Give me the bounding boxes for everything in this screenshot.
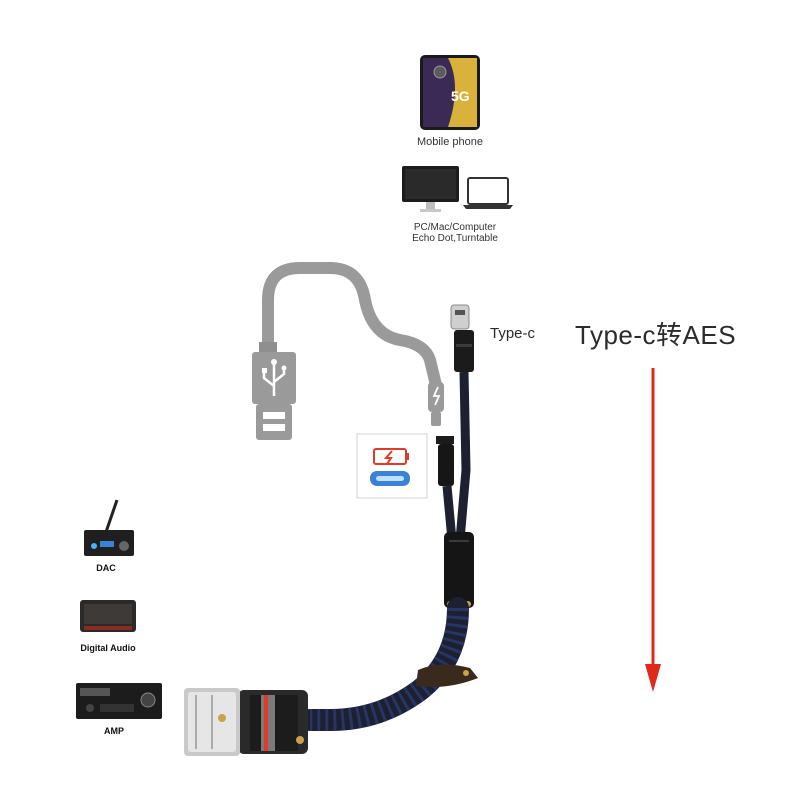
computer-label-line1: PC/Mac/Computer [413,222,497,233]
mobile-phone-label: Mobile phone [416,136,484,148]
down-arrow [645,368,661,692]
product-title: Type-c转AES [575,320,737,350]
computer-label: PC/Mac/Computer Echo Dot,Turntable [395,222,515,244]
digital-audio-image [80,600,136,632]
amp-label: AMP [104,726,124,736]
dac-label: DAC [96,563,116,573]
adapter-cable [184,304,478,756]
mobile-phone-image [420,55,480,130]
laptop-image [463,177,513,209]
type-c-connector-label: Type-c [490,325,536,342]
phone-screen-5g: 5G [451,88,470,104]
charging-port-icon [356,433,428,499]
dac-image [84,499,134,556]
usb-cable-illustration [252,262,444,440]
amp-image [76,683,162,719]
computer-label-line2: Echo Dot,Turntable [412,233,498,244]
digital-audio-label: Digital Audio [80,643,136,653]
monitor-image [402,166,459,212]
